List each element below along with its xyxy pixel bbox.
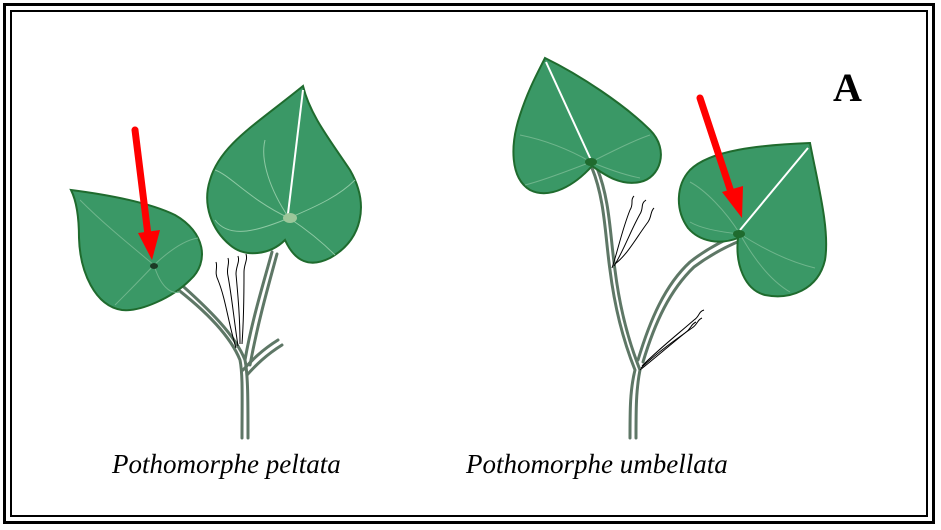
peltata-peltate-attachment xyxy=(283,213,297,223)
umbellata-lower-node xyxy=(733,230,745,238)
umbellata-upper-leaf xyxy=(513,58,660,193)
species-caption-left: Pothomorphe peltata xyxy=(112,449,341,480)
peltata-small-leaf-node xyxy=(150,263,158,269)
species-caption-right: Pothomorphe umbellata xyxy=(466,449,728,480)
umbellata-lower-leaf xyxy=(679,143,826,296)
panel-label: A xyxy=(833,64,862,111)
plant-umbellata xyxy=(513,58,826,438)
umbellata-upper-node xyxy=(585,158,597,166)
peltata-large-leaf xyxy=(207,86,361,263)
plant-peltata xyxy=(71,86,361,438)
